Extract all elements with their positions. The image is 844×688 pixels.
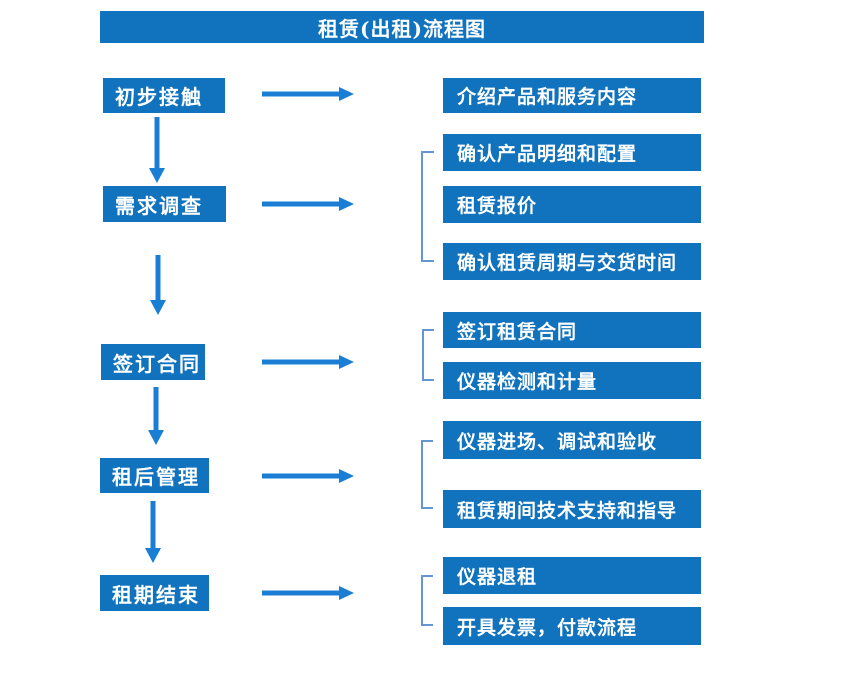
right-arrow [262, 586, 354, 600]
flow-detail-box: 仪器进场、调试和验收 [443, 421, 701, 459]
flow-step-box-lease-end: 租期结束 [100, 575, 209, 611]
flow-step-box-post-rental: 租后管理 [100, 458, 209, 493]
flow-detail-box: 仪器退租 [443, 557, 701, 594]
down-arrow [148, 387, 164, 445]
flow-detail-box: 租赁期间技术支持和指导 [443, 490, 701, 528]
down-arrow [150, 255, 166, 315]
down-arrow [149, 117, 165, 183]
flowchart-title: 租赁(出租)流程图 [100, 11, 704, 43]
group-bracket [421, 151, 434, 262]
right-arrow [262, 355, 354, 369]
right-arrow [262, 87, 354, 101]
flow-detail-box: 开具发票，付款流程 [443, 607, 701, 645]
group-bracket [422, 329, 434, 381]
flow-detail-box: 介绍产品和服务内容 [443, 78, 701, 113]
right-arrow [262, 469, 354, 483]
flow-detail-box: 租赁报价 [443, 186, 701, 223]
flow-step-box-initial-contact: 初步接触 [103, 78, 225, 113]
flow-detail-box: 确认产品明细和配置 [443, 134, 701, 171]
group-bracket [421, 575, 433, 626]
flow-step-box-demand-survey: 需求调查 [103, 186, 226, 222]
group-bracket [421, 440, 433, 509]
flow-detail-box: 仪器检测和计量 [443, 362, 701, 399]
flow-detail-box: 签订租赁合同 [443, 312, 701, 348]
flow-step-box-sign-contract: 签订合同 [101, 344, 205, 380]
down-arrow [145, 501, 161, 563]
flow-detail-box: 确认租赁周期与交货时间 [443, 243, 701, 280]
right-arrow [262, 197, 354, 211]
